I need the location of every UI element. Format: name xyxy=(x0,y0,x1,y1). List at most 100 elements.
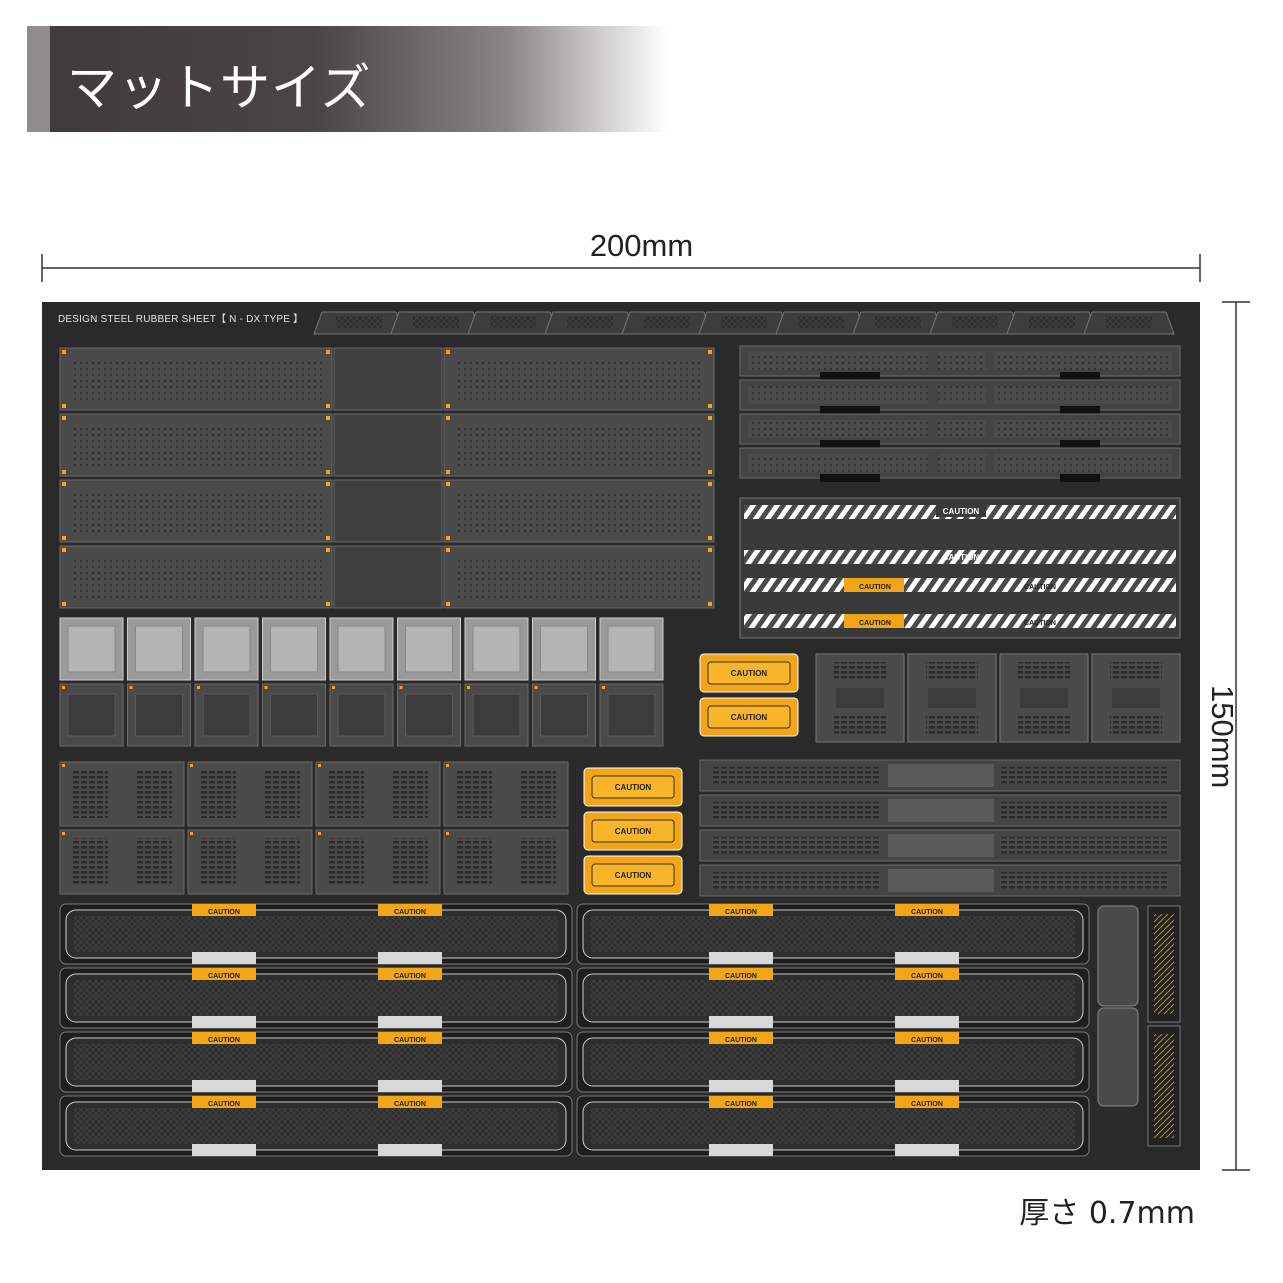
slot-notch xyxy=(850,372,880,380)
tile-light-inner xyxy=(337,625,386,673)
corner-marker xyxy=(326,350,330,354)
corner-marker xyxy=(708,602,712,606)
corner-marker xyxy=(446,548,450,552)
grille-clip xyxy=(192,1080,256,1092)
corner-marker xyxy=(62,832,65,835)
caution-text: CAUTION xyxy=(615,827,652,836)
caution-tag xyxy=(192,1032,256,1044)
chevron-vent xyxy=(413,316,459,328)
corner-marker xyxy=(318,832,321,835)
grille-mesh xyxy=(74,1108,558,1144)
slot-vent xyxy=(264,770,300,818)
caution-plate-inner xyxy=(707,661,791,685)
slot-vent xyxy=(200,838,236,886)
corner-marker xyxy=(708,548,712,552)
caution-text: CAUTION xyxy=(208,909,240,916)
slot-vent xyxy=(328,838,364,886)
warning-stripe xyxy=(744,578,1176,592)
corner-marker xyxy=(332,686,335,689)
chevron-vent xyxy=(721,316,767,328)
caution-plate-inner xyxy=(591,819,675,843)
slot-texture xyxy=(938,420,986,438)
slot-vent xyxy=(1000,802,1168,819)
slot-vent xyxy=(1018,716,1070,734)
slot-vent xyxy=(520,770,556,818)
panel-texture xyxy=(70,358,322,400)
grille-clip xyxy=(192,952,256,964)
slot-vent xyxy=(834,662,886,680)
slot-notch xyxy=(1060,474,1100,482)
caution-tag xyxy=(709,968,773,980)
grille-clip xyxy=(709,1080,773,1092)
corner-marker xyxy=(446,536,450,540)
tile-dark-inner xyxy=(202,693,251,737)
corner-marker xyxy=(467,686,470,689)
slot-notch xyxy=(820,474,860,482)
tile-light-inner xyxy=(270,625,318,673)
corner-marker xyxy=(708,416,712,420)
caution-plate-inner xyxy=(591,863,675,887)
caution-tag xyxy=(895,904,959,916)
slot-notch xyxy=(1060,440,1100,448)
slot-vent xyxy=(392,838,428,886)
banner-accent-bar xyxy=(27,26,50,132)
corner-marker xyxy=(197,686,200,689)
slot-texture xyxy=(938,454,986,472)
corner-marker xyxy=(446,832,449,835)
panel-connector xyxy=(333,479,443,543)
slot-vent xyxy=(520,838,556,886)
warning-stripe xyxy=(744,550,1176,564)
corner-marker xyxy=(446,416,450,420)
tile-light-inner xyxy=(405,625,453,673)
grille-clip xyxy=(378,1144,442,1156)
grille-clip xyxy=(709,1144,773,1156)
chevron-vent xyxy=(952,316,998,328)
slot-texture xyxy=(938,386,986,404)
side-piece xyxy=(1097,905,1139,1007)
panel-texture xyxy=(454,424,704,466)
slot-vent xyxy=(926,716,978,734)
bar-center xyxy=(888,834,994,857)
slot-vent xyxy=(1000,767,1168,784)
slot-vent xyxy=(136,838,172,886)
warning-stripe xyxy=(744,614,1176,628)
caution-tag xyxy=(895,1096,959,1108)
slot-vent xyxy=(136,770,172,818)
slot-vent xyxy=(72,838,108,886)
caution-text: CAUTION xyxy=(394,1101,426,1108)
slot-notch xyxy=(1060,406,1100,414)
caution-text: CAUTION xyxy=(394,973,426,980)
grille-clip xyxy=(709,1016,773,1028)
corner-marker xyxy=(326,416,330,420)
panel-texture xyxy=(70,424,322,466)
corner-marker xyxy=(446,404,450,408)
caution-text: CAUTION xyxy=(725,909,757,916)
caution-text: CAUTION xyxy=(911,909,943,916)
slot-vent xyxy=(712,767,880,784)
corner-marker xyxy=(446,764,449,767)
tile-light-inner xyxy=(540,625,588,673)
slot-vent xyxy=(712,802,880,819)
slot-notch xyxy=(850,440,880,448)
corner-marker xyxy=(708,404,712,408)
caution-text: CAUTION xyxy=(615,783,652,792)
grille-clip xyxy=(709,952,773,964)
caution-tag xyxy=(844,614,904,628)
slot-vent xyxy=(1110,716,1162,734)
corner-marker xyxy=(446,350,450,354)
tile-light-inner xyxy=(67,625,116,673)
corner-marker xyxy=(446,482,450,486)
tile-light-inner xyxy=(202,625,251,673)
caution-text: CAUTION xyxy=(911,1037,943,1044)
grille-clip xyxy=(378,1080,442,1092)
bar-center xyxy=(888,869,994,892)
corner-marker xyxy=(190,764,193,767)
panel-connector xyxy=(333,413,443,477)
caution-plate-inner xyxy=(591,775,675,799)
bar-center xyxy=(888,764,994,787)
tile-dark-inner xyxy=(607,693,656,737)
square-panel-center xyxy=(928,688,976,708)
thickness-label: 厚さ 0.7mm xyxy=(1019,1196,1195,1231)
tile-light-inner xyxy=(135,625,183,673)
slot-texture xyxy=(994,454,1172,472)
